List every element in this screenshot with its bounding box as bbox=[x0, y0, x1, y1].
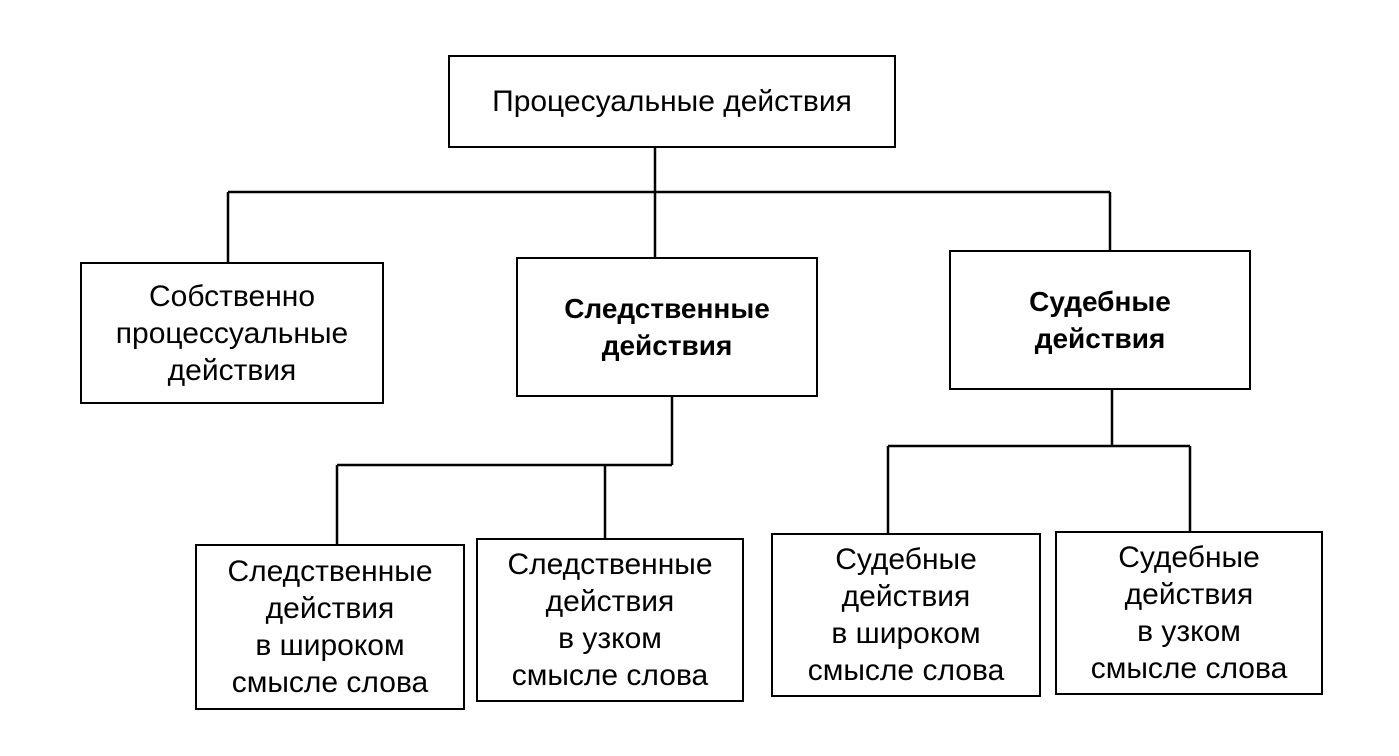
node-label: Следственные действия в узком смысле сло… bbox=[507, 548, 713, 692]
node-court-actions: Судебные действия bbox=[949, 250, 1251, 390]
node-proper-procedural-actions: Собственно процессуальные действия bbox=[80, 262, 384, 404]
node-investigative-actions: Следственные действия bbox=[516, 257, 818, 397]
node-label: Судебные действия в узком смысле слова bbox=[1090, 541, 1288, 685]
node-procedural-actions: Процесуальные действия bbox=[448, 55, 896, 148]
node-investigative-broad: Следственные действия в широком смысле с… bbox=[195, 544, 465, 710]
node-court-narrow: Судебные действия в узком смысле слова bbox=[1055, 531, 1323, 695]
node-label: Собственно процессуальные действия bbox=[115, 279, 349, 387]
node-label: Судебные действия в широком смысле слова bbox=[807, 543, 1005, 687]
node-label: Следственные действия в широком смысле с… bbox=[227, 555, 433, 699]
node-label: Процесуальные действия bbox=[492, 85, 852, 118]
node-court-broad: Судебные действия в широком смысле слова bbox=[771, 533, 1041, 697]
node-label: Следственные действия bbox=[564, 293, 770, 361]
node-label: Судебные действия bbox=[1029, 286, 1171, 354]
node-investigative-narrow: Следственные действия в узком смысле сло… bbox=[476, 538, 744, 702]
